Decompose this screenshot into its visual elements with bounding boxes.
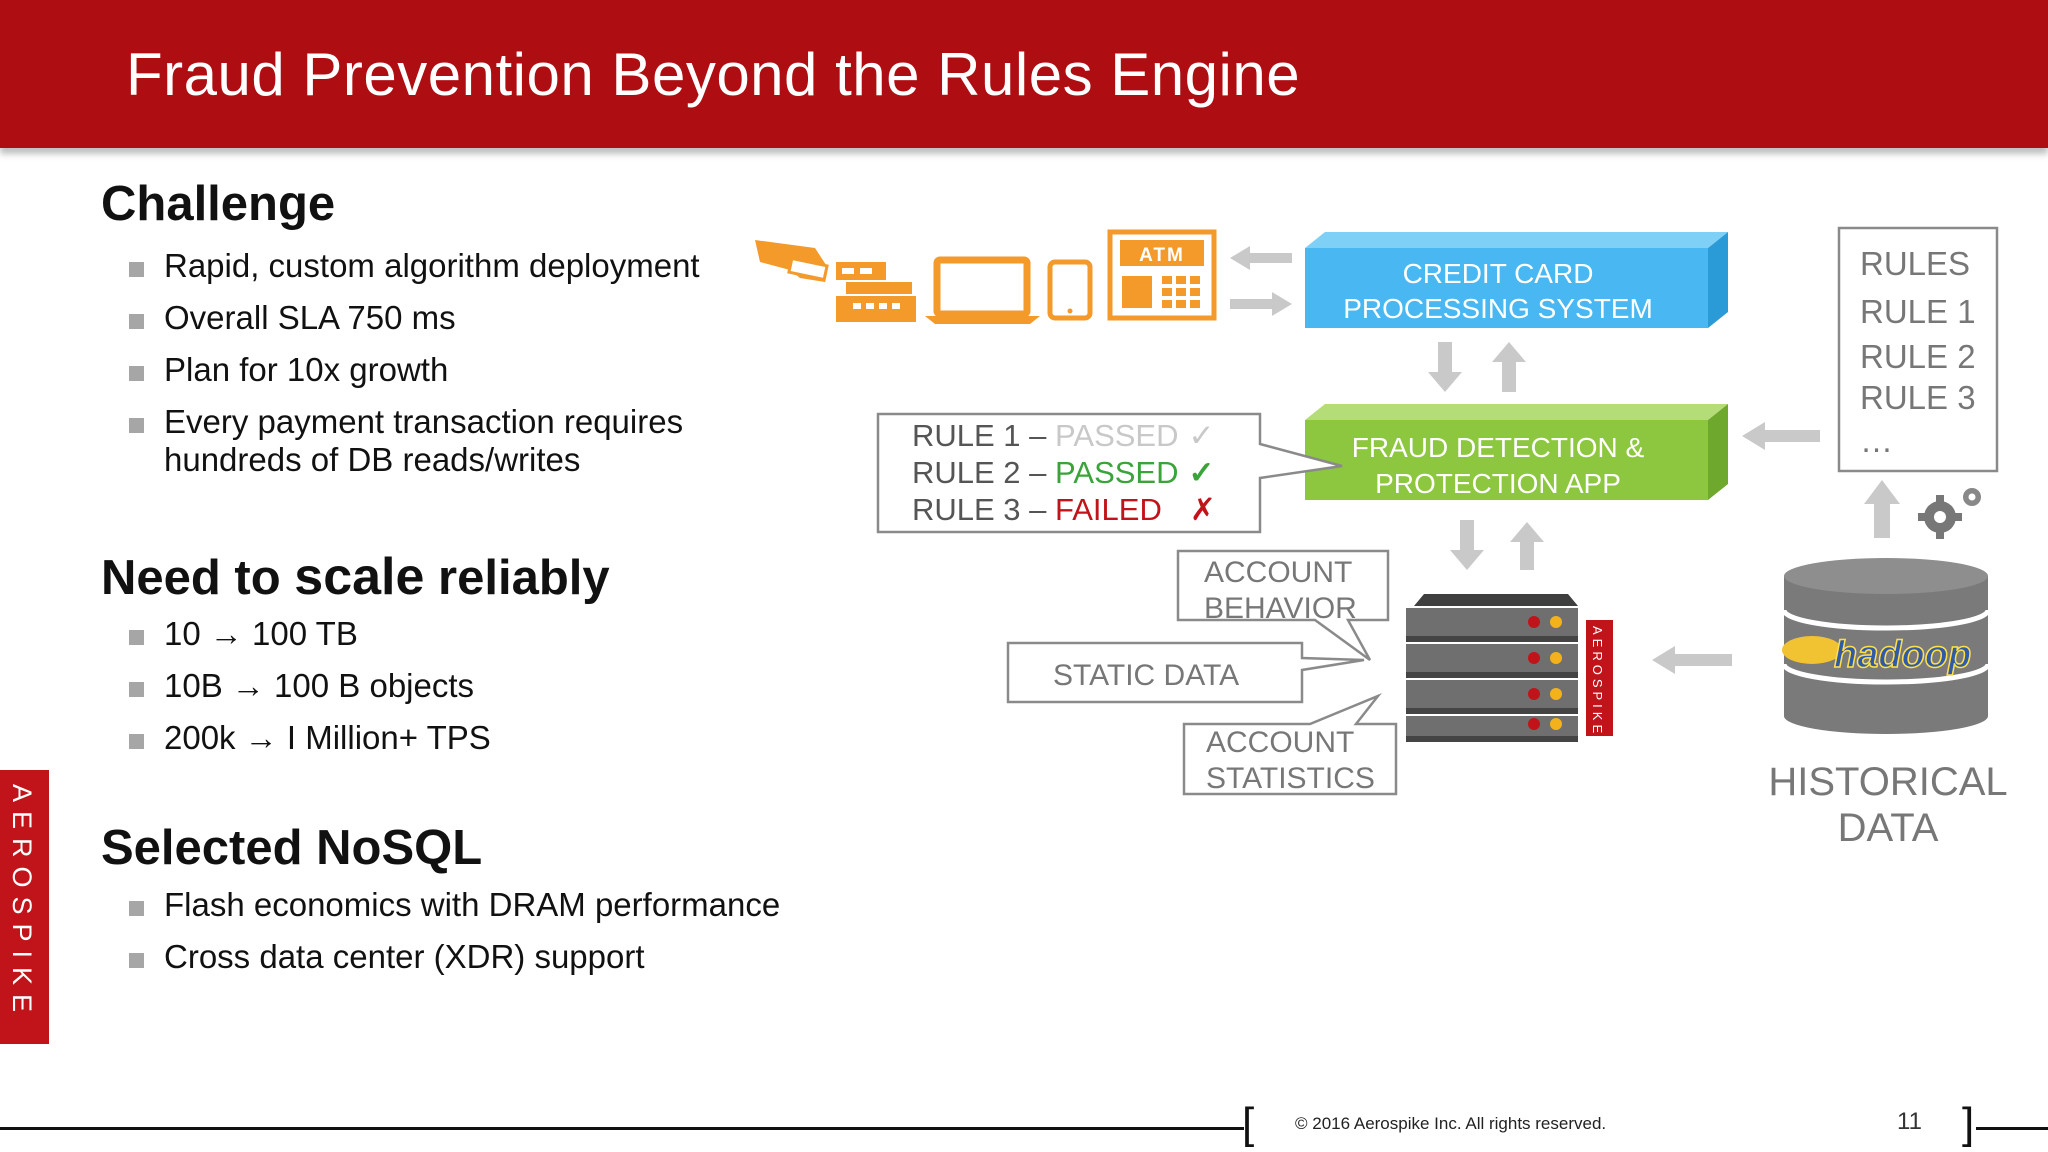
footer-bracket-left: [: [1242, 1099, 1255, 1148]
server-brand-text: AEROSPIKE: [1590, 626, 1605, 738]
left-arrow-icon: [1742, 422, 1820, 450]
static-data-label: STATIC DATA: [1053, 659, 1239, 692]
gears-icon: [1918, 488, 1981, 539]
rules-item-1: RULE 1: [1860, 293, 1976, 330]
hadoop-database-icon: hadoop: [1781, 558, 1991, 734]
fraud-detection-box: FRAUD DETECTION & PROTECTION APP: [1305, 404, 1728, 500]
laptop-icon: [925, 256, 1040, 324]
elephant-logo-icon: [1782, 636, 1842, 664]
rule-results-callout: RULE 1 – PASSED✓ RULE 2 – PASSED✓ RULE 3…: [876, 412, 1343, 534]
cash-register-icon: [836, 262, 916, 322]
list-item: Flash economics with DRAM performance: [128, 886, 781, 923]
nosql-heading: Selected NoSQL: [101, 821, 483, 875]
up-arrow-icon: [1492, 342, 1526, 392]
nosql-bullets: Flash economics with DRAM performance Cr…: [128, 886, 781, 990]
cc-fraud-arrows: [1428, 342, 1526, 392]
aerospike-server-stack: [1406, 594, 1578, 742]
account-statistics-line2: STATISTICS: [1206, 762, 1375, 795]
account-behavior-line1: ACCOUNT: [1204, 556, 1352, 589]
scale-heading: Need to scale reliably: [101, 547, 610, 607]
account-behavior-callout: ACCOUNT BEHAVIOR: [1176, 549, 1390, 662]
footer-bracket-right: ]: [1962, 1099, 1975, 1148]
up-arrow-icon: [1510, 522, 1544, 570]
title-bar: Fraud Prevention Beyond the Rules Engine: [0, 0, 2048, 148]
scale-heading-prefix: Need to: [101, 551, 295, 605]
left-arrow-icon: [1652, 646, 1732, 674]
list-item: Every payment transaction requires hundr…: [129, 403, 700, 479]
brand-side-tab: AEROSPIKE: [0, 770, 49, 1044]
down-arrow-icon: [1428, 342, 1462, 392]
challenge-bullets: Rapid, custom algorithm deployment Overa…: [129, 247, 700, 493]
bullet-line: Every payment transaction requires: [164, 403, 684, 440]
list-item: 10 → 100 TB: [129, 615, 491, 653]
challenge-heading: Challenge: [101, 177, 336, 231]
fraud-db-arrows: [1450, 520, 1544, 570]
list-item: 200k → I Million+ TPS: [129, 719, 491, 756]
brand-logo-text: AEROSPIKE: [7, 784, 37, 1022]
list-item: 10B → 100 B objects: [129, 667, 491, 705]
fraud-app-line1: FRAUD DETECTION &: [1352, 432, 1645, 463]
rules-item-3: RULE 3: [1860, 379, 1976, 416]
rules-ellipsis: …: [1860, 422, 1893, 459]
footer-rule-left: [0, 1127, 1244, 1130]
bullet-line: hundreds of DB reads/writes: [164, 441, 581, 478]
copyright-text: © 2016 Aerospike Inc. All rights reserve…: [1295, 1114, 1607, 1133]
rules-heading: RULES: [1860, 245, 1970, 282]
historical-line2: DATA: [1838, 806, 1939, 850]
aerospike-server-badge: AEROSPIKE: [1586, 620, 1613, 738]
scale-heading-suffix: reliably: [424, 551, 610, 605]
credit-card-processing-box: CREDIT CARD PROCESSING SYSTEM: [1305, 232, 1728, 328]
right-arrow-icon: [1230, 292, 1292, 316]
slide-title: Fraud Prevention Beyond the Rules Engine: [126, 41, 1301, 108]
historical-line1: HISTORICAL: [1768, 760, 2007, 804]
server-unit: [1406, 680, 1578, 714]
footer-rule-right: [1976, 1127, 2048, 1130]
rule3-result: RULE 3 – FAILED✗: [912, 492, 1216, 527]
server-unit: [1406, 716, 1578, 742]
server-unit: [1406, 644, 1578, 678]
device-exchange-arrows: [1230, 246, 1292, 316]
tablet-icon: [1047, 259, 1093, 321]
account-statistics-line1: ACCOUNT: [1206, 726, 1354, 759]
atm-label: ATM: [1139, 245, 1185, 266]
server-unit: [1406, 608, 1578, 642]
hand-card-icon: [755, 240, 829, 282]
static-data-callout: STATIC DATA: [1006, 641, 1365, 704]
atm-icon: ATM: [1107, 229, 1217, 321]
up-arrow-icon: [1864, 480, 1900, 538]
scale-bullets: 10 → 100 TB 10B → 100 B objects 200k → I…: [129, 615, 491, 771]
rule1-result: RULE 1 – PASSED✓: [912, 418, 1214, 453]
list-item: Rapid, custom algorithm deployment: [129, 247, 700, 284]
account-statistics-callout: ACCOUNT STATISTICS: [1182, 693, 1398, 796]
hadoop-label: hadoop: [1834, 634, 1971, 676]
credit-card-line1: CREDIT CARD: [1403, 258, 1594, 289]
rule2-result: RULE 2 – PASSED✓: [912, 455, 1214, 490]
fraud-app-line2: PROTECTION APP: [1375, 468, 1621, 499]
list-item: Plan for 10x growth: [129, 351, 700, 389]
credit-card-line2: PROCESSING SYSTEM: [1343, 293, 1653, 324]
list-item: Cross data center (XDR) support: [128, 938, 780, 976]
account-behavior-line2: BEHAVIOR: [1204, 592, 1357, 625]
rules-list-box: RULES RULE 1 RULE 2 RULE 3 …: [1837, 226, 1999, 473]
left-arrow-icon: [1230, 246, 1292, 270]
list-item: Overall SLA 750 ms: [129, 299, 700, 337]
rules-item-2: RULE 2: [1860, 338, 1976, 375]
down-arrow-icon: [1450, 520, 1484, 570]
page-number: 11: [1897, 1108, 1922, 1135]
scale-heading-emphasis: scale: [294, 548, 425, 606]
